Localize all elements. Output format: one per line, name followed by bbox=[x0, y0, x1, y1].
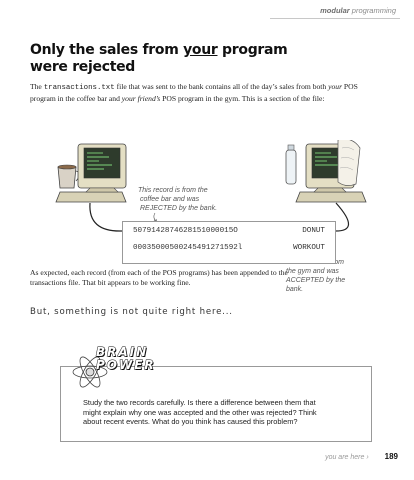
page-number: 189 bbox=[384, 452, 398, 461]
intro-paragraph: The transactions.txt file that was sent … bbox=[30, 82, 358, 103]
page-footer: you are here › 189 bbox=[325, 452, 398, 461]
coffee-record-note: This record is from the coffee bar and w… bbox=[138, 187, 218, 212]
brain-power-logo: BRAIN POWER bbox=[96, 345, 156, 373]
brain-atom-icon bbox=[72, 356, 108, 388]
coffee-mug-icon bbox=[57, 164, 80, 189]
page-title: Only the sales from your program were re… bbox=[30, 42, 288, 75]
coffee-bar-computer-icon bbox=[55, 143, 127, 203]
brain-power-box bbox=[60, 366, 372, 442]
header-rule bbox=[270, 18, 400, 19]
you-are-here-label: you are here bbox=[325, 454, 365, 461]
appended-paragraph: As expected, each record (from each of t… bbox=[30, 268, 288, 287]
brain-power-text: Study the two records carefully. Is ther… bbox=[83, 398, 317, 427]
gym-computer-icon bbox=[295, 140, 367, 203]
footer-arrow-icon: › bbox=[366, 454, 369, 461]
water-bottle-icon bbox=[285, 144, 297, 185]
running-header: modular programming bbox=[320, 6, 396, 15]
pos-computers-illustration bbox=[55, 140, 367, 260]
section-subheading: But, something is not quite right here..… bbox=[30, 307, 233, 317]
